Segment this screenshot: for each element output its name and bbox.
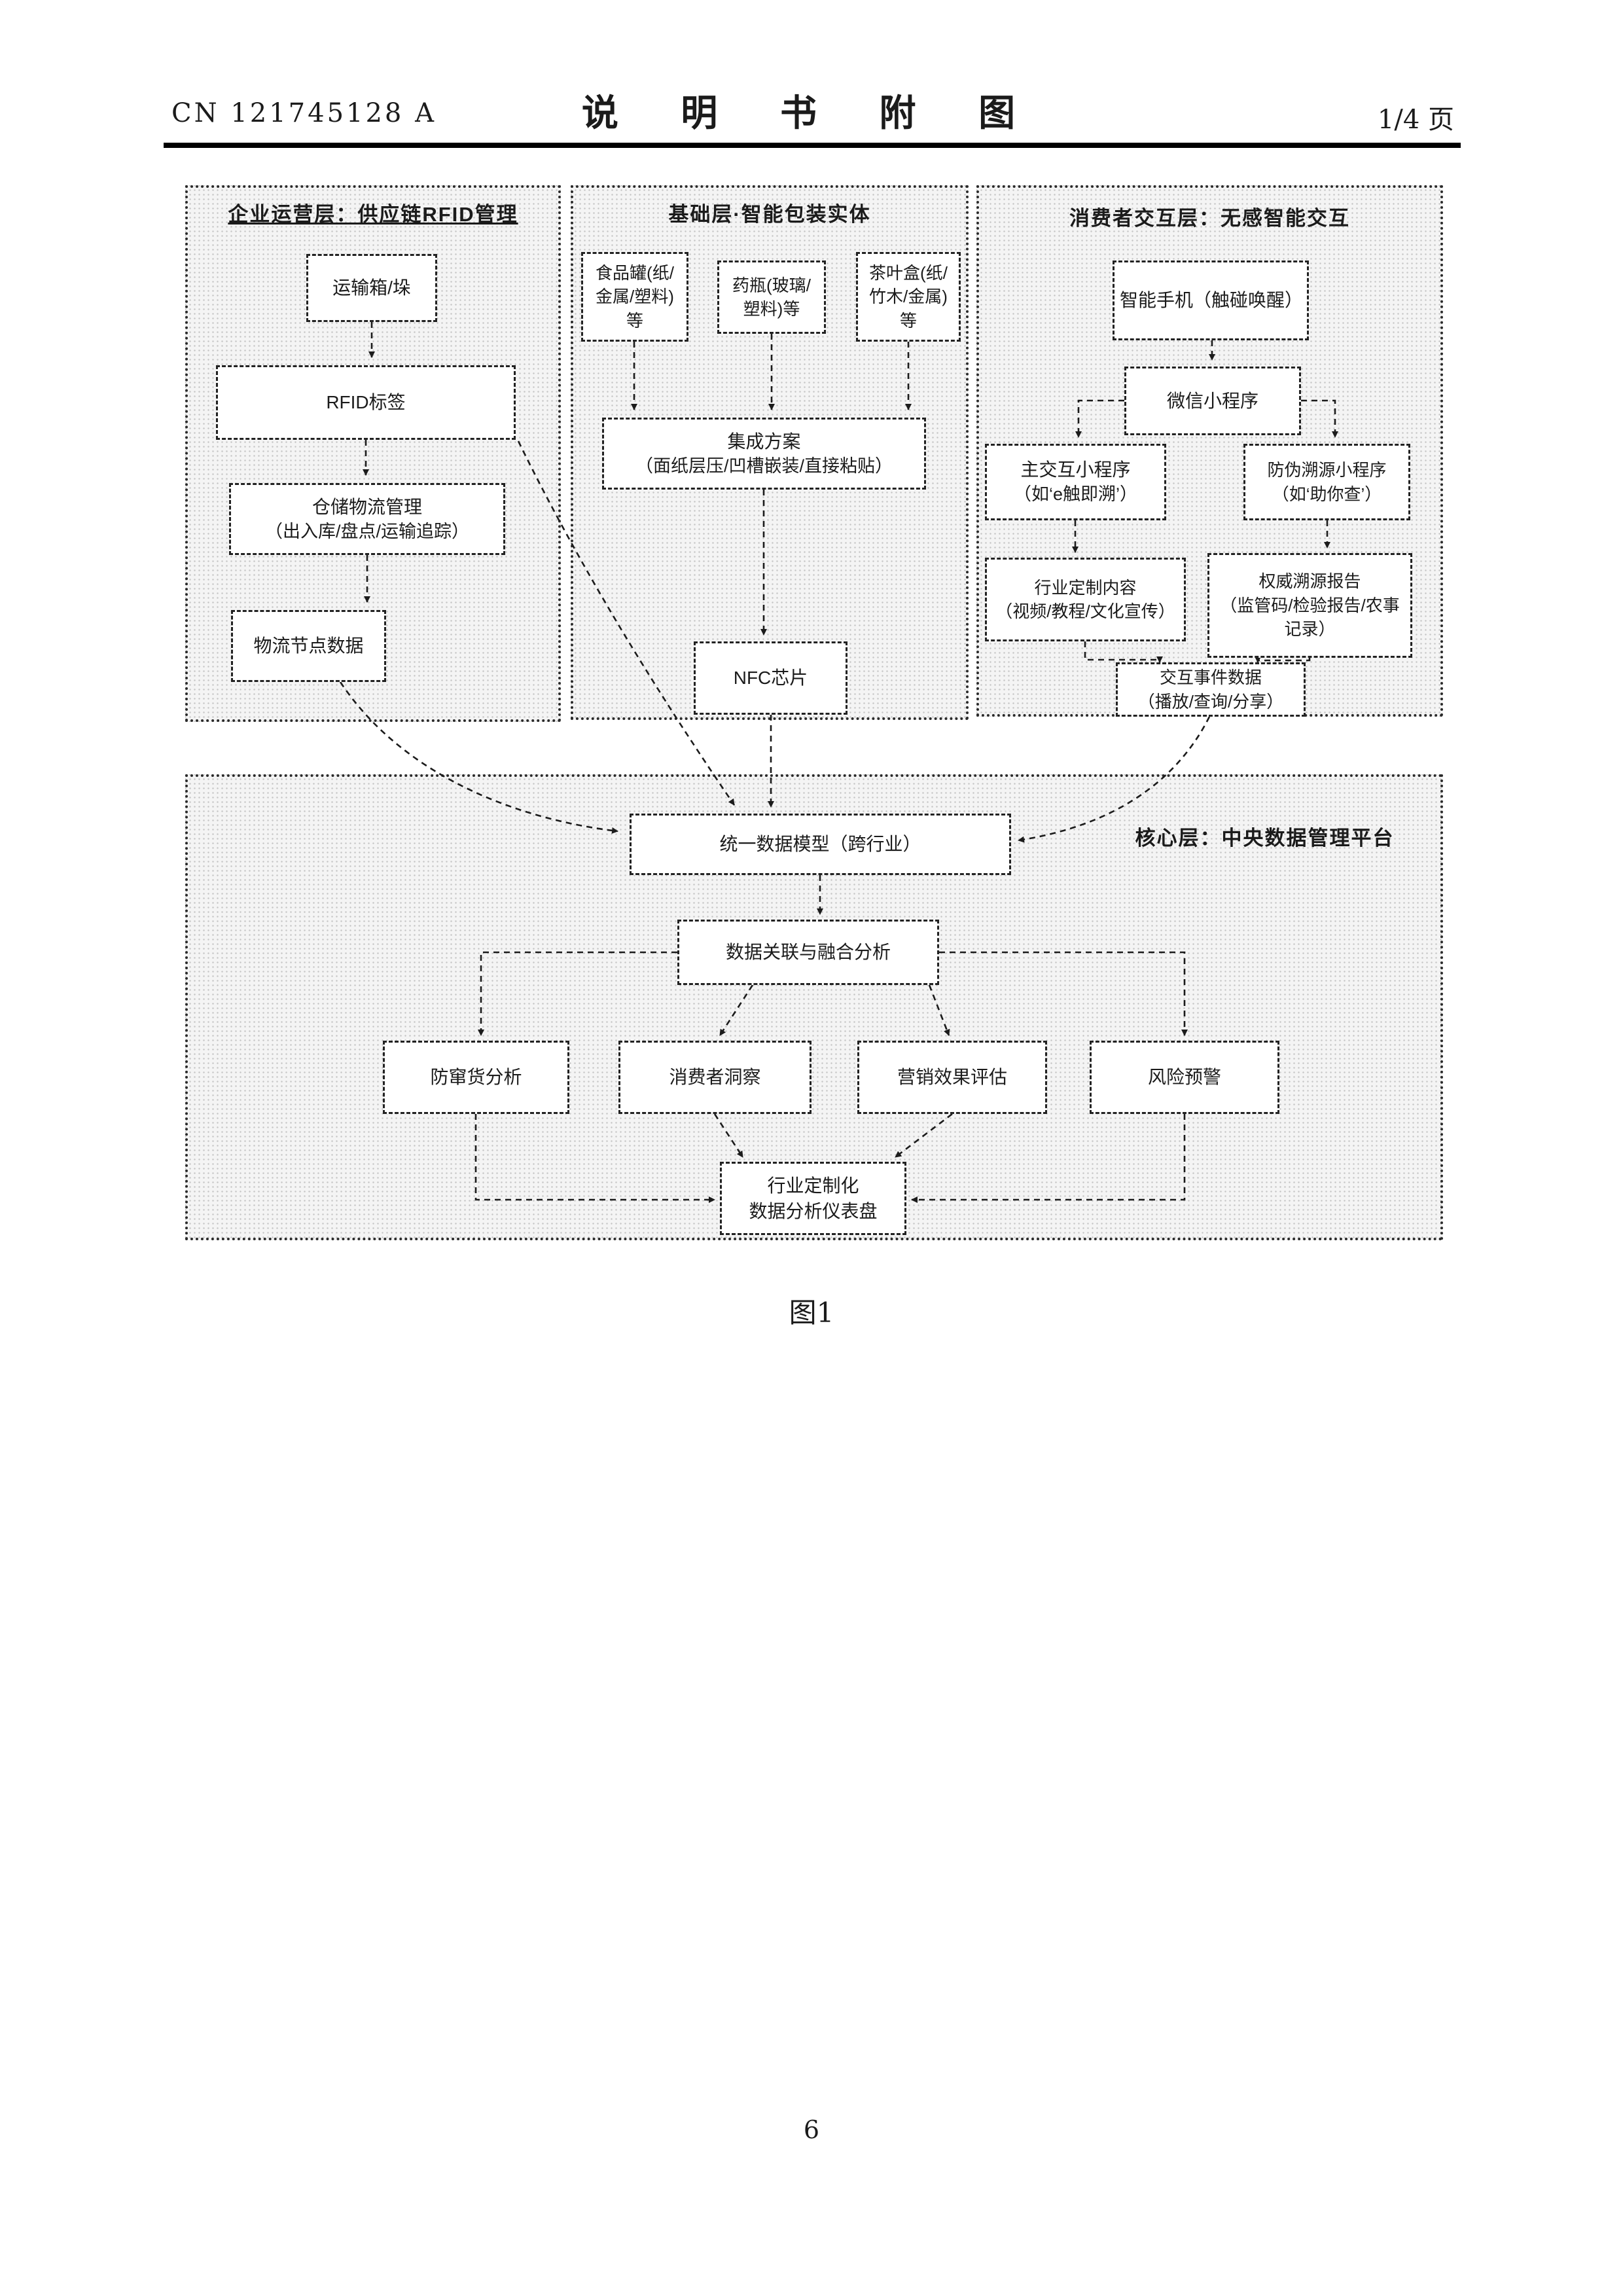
node-interaction-events: 交互事件数据 （播放/查询/分享） bbox=[1116, 662, 1306, 717]
publication-number: CN 121745128 A bbox=[171, 98, 437, 128]
node-main-miniprogram: 主交互小程序 （如‘e触即溯’） bbox=[985, 444, 1166, 520]
node-food-can-label: 食品罐(纸/金属/塑料)等 bbox=[596, 262, 674, 331]
node-content-line2: （视频/教程/文化宣传） bbox=[995, 601, 1175, 621]
node-antifake-line1: 防伪溯源小程序 bbox=[1267, 460, 1387, 480]
node-logistics-data: 物流节点数据 bbox=[231, 610, 386, 682]
node-consumer-insight-label: 消费者洞察 bbox=[669, 1067, 761, 1088]
node-logistics-label: 物流节点数据 bbox=[253, 636, 364, 656]
node-unified-model-label: 统一数据模型（跨行业） bbox=[719, 834, 921, 855]
base-layer-title: 基础层·智能包装实体 bbox=[668, 203, 871, 226]
node-tea-box-label: 茶叶盒(纸/竹木/金属)等 bbox=[869, 262, 948, 331]
consumer-layer-title: 消费者交互层：无感智能交互 bbox=[1069, 207, 1350, 230]
core-layer-title: 核心层：中央数据管理平台 bbox=[1135, 827, 1395, 850]
header-rule bbox=[164, 143, 1461, 148]
node-marketing-eval-label: 营销效果评估 bbox=[897, 1067, 1007, 1088]
node-smartphone: 智能手机（触碰唤醒） bbox=[1113, 260, 1309, 340]
node-wechat-label: 微信小程序 bbox=[1166, 390, 1258, 411]
node-nfc-chip: NFC芯片 bbox=[694, 641, 847, 715]
node-risk-warning-label: 风险预警 bbox=[1147, 1067, 1221, 1088]
node-transport-box: 运输箱/垛 bbox=[306, 254, 437, 322]
node-dashboard-line1: 行业定制化 bbox=[767, 1175, 859, 1196]
node-content-line1: 行业定制内容 bbox=[1034, 577, 1137, 598]
node-integration-line2: （面纸层压/凹槽嵌装/直接粘贴） bbox=[635, 456, 893, 476]
node-medicine-bottle: 药瓶(玻璃/塑料)等 bbox=[717, 260, 826, 334]
node-transport-label: 运输箱/垛 bbox=[332, 278, 411, 298]
page-indicator: 1/4 页 bbox=[1377, 105, 1454, 135]
node-events-line2: （播放/查询/分享） bbox=[1137, 691, 1284, 711]
node-risk-warning: 风险预警 bbox=[1090, 1041, 1279, 1114]
node-anti-diversion: 防窜货分析 bbox=[383, 1041, 569, 1114]
node-main-mini-line1: 主交互小程序 bbox=[1020, 459, 1131, 480]
node-antifake-miniprogram: 防伪溯源小程序 （如‘助你查’） bbox=[1243, 444, 1410, 520]
node-report-line2: （监管码/检验报告/农事记录） bbox=[1220, 595, 1400, 639]
node-medicine-label: 药瓶(玻璃/塑料)等 bbox=[732, 275, 811, 319]
node-fusion-label: 数据关联与融合分析 bbox=[725, 942, 891, 963]
node-unified-data-model: 统一数据模型（跨行业） bbox=[630, 814, 1011, 875]
node-tea-box: 茶叶盒(纸/竹木/金属)等 bbox=[856, 252, 961, 342]
node-warehouse-line1: 仓储物流管理 bbox=[312, 496, 422, 517]
node-smartphone-label: 智能手机（触碰唤醒） bbox=[1120, 290, 1304, 311]
node-warehouse-logistics: 仓储物流管理 （出入库/盘点/运输追踪） bbox=[229, 483, 505, 555]
node-integration-line1: 集成方案 bbox=[727, 431, 801, 452]
node-wechat-miniprogram: 微信小程序 bbox=[1124, 367, 1301, 435]
node-main-mini-line2: （如‘e触即溯’） bbox=[1013, 484, 1137, 505]
node-integration-solution: 集成方案 （面纸层压/凹槽嵌装/直接粘贴） bbox=[602, 418, 926, 490]
node-consumer-insight: 消费者洞察 bbox=[618, 1041, 812, 1114]
node-dashboard-line2: 数据分析仪表盘 bbox=[749, 1201, 878, 1221]
node-anti-diversion-label: 防窜货分析 bbox=[430, 1067, 522, 1088]
node-report-line1: 权威溯源报告 bbox=[1258, 571, 1361, 592]
node-fusion-analysis: 数据关联与融合分析 bbox=[677, 920, 939, 985]
node-antifake-line2: （如‘助你查’） bbox=[1272, 484, 1382, 504]
node-trace-report: 权威溯源报告 （监管码/检验报告/农事记录） bbox=[1207, 553, 1412, 658]
figure-caption: 图1 bbox=[789, 1297, 834, 1329]
node-events-line1: 交互事件数据 bbox=[1159, 668, 1262, 688]
page-number: 6 bbox=[803, 2115, 820, 2144]
node-warehouse-line2: （出入库/盘点/运输追踪） bbox=[264, 521, 469, 541]
node-food-can: 食品罐(纸/金属/塑料)等 bbox=[581, 252, 688, 342]
enterprise-layer-title: 企业运营层：供应链RFID管理 bbox=[228, 203, 518, 226]
node-rfid-tag: RFID标签 bbox=[216, 365, 516, 440]
page-title: 说 明 书 附 图 bbox=[581, 92, 1042, 134]
node-marketing-eval: 营销效果评估 bbox=[857, 1041, 1047, 1114]
node-rfid-label: RFID标签 bbox=[326, 392, 406, 413]
node-industry-dashboard: 行业定制化 数据分析仪表盘 bbox=[720, 1162, 906, 1235]
node-nfc-label: NFC芯片 bbox=[733, 668, 808, 689]
node-industry-content: 行业定制内容 （视频/教程/文化宣传） bbox=[985, 558, 1186, 641]
